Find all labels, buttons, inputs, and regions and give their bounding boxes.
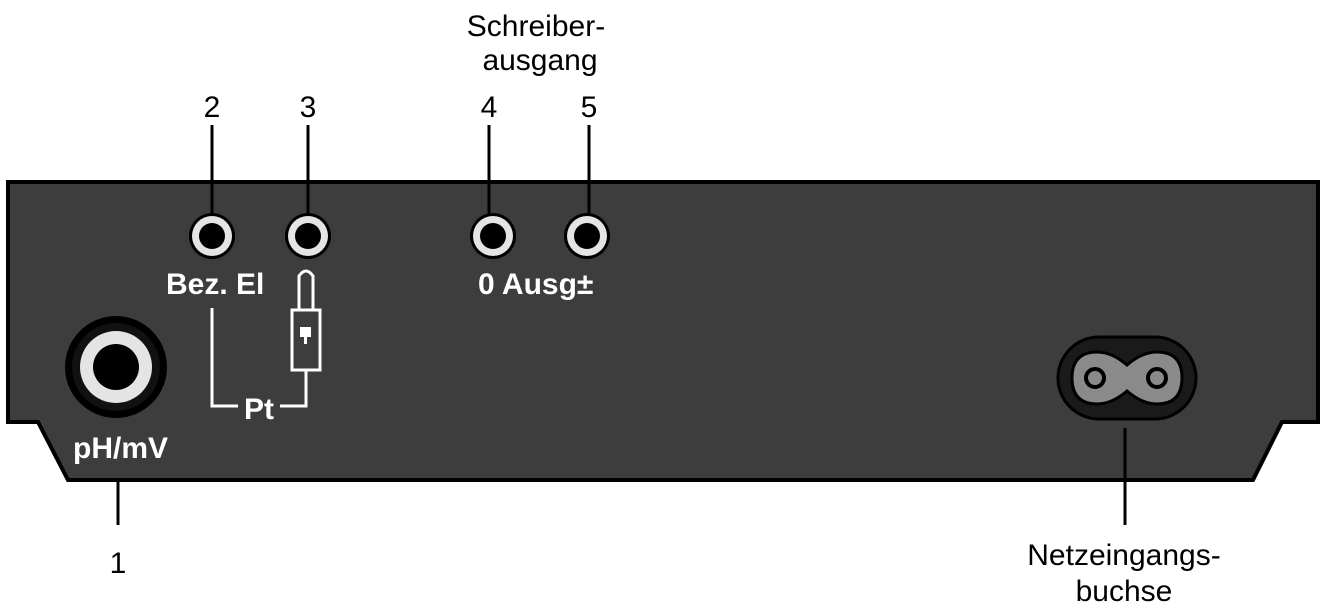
power-inlet[interactable] bbox=[1056, 335, 1198, 421]
callout-power-inlet-line2: buchse bbox=[1076, 575, 1173, 608]
callout-number-3: 3 bbox=[300, 91, 317, 124]
label-ph-mv: pH/mV bbox=[73, 432, 168, 465]
label-pt: Pt bbox=[244, 393, 274, 426]
label-output: 0 Ausg± bbox=[478, 268, 593, 301]
label-reference-electrode: Bez. El bbox=[166, 268, 264, 301]
shorting-plug-icon bbox=[290, 269, 322, 372]
bracket-line-pt bbox=[280, 370, 308, 408]
callout-number-5: 5 bbox=[581, 91, 598, 124]
socket-pt[interactable] bbox=[285, 213, 331, 259]
callout-recorder-output-line2: ausgang bbox=[482, 44, 597, 77]
callout-number-1: 1 bbox=[110, 547, 127, 580]
callout-power-inlet-line1: Netzeingangs- bbox=[1027, 539, 1220, 572]
socket-ph-mv[interactable] bbox=[65, 316, 167, 418]
socket-reference-electrode[interactable] bbox=[189, 213, 235, 259]
bracket-line-reference-electrode bbox=[210, 308, 238, 408]
callout-number-2: 2 bbox=[204, 91, 221, 124]
socket-output-signal[interactable] bbox=[564, 213, 610, 259]
socket-output-zero[interactable] bbox=[470, 213, 516, 259]
device-housing bbox=[6, 180, 1320, 482]
callout-recorder-output-line1: Schreiber- bbox=[467, 10, 605, 43]
callout-number-4: 4 bbox=[481, 91, 498, 124]
